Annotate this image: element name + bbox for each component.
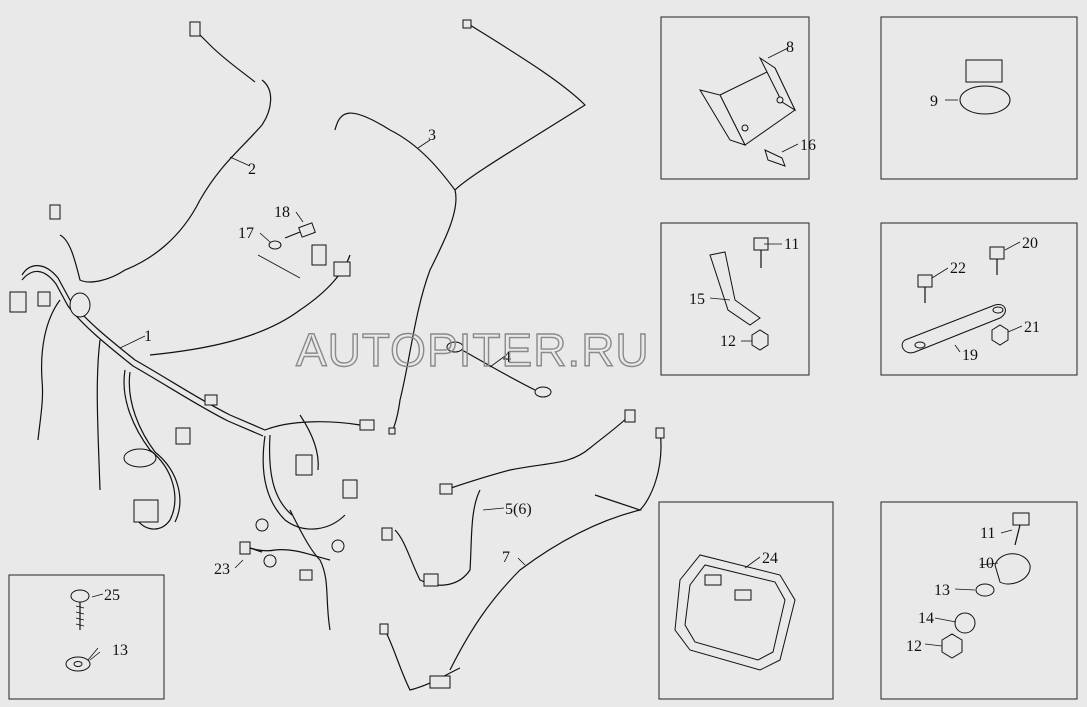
main-harness-1 [9,21,375,631]
part-labels: 1 2 3 4 5(6) 7 8 9 10 11 11 12 12 13 13 … [104,39,1040,659]
label-15: 15 [689,291,705,308]
leader-lines [87,47,1023,661]
screw-25 [70,589,90,630]
label-7: 7 [502,549,510,566]
label-20: 20 [1022,235,1038,252]
label-2: 2 [248,161,256,178]
label-3: 3 [428,127,436,144]
washer-17 [268,240,282,250]
label-5-6: 5(6) [505,501,532,518]
label-11-clamp: 11 [980,525,995,542]
label-25: 25 [104,587,120,604]
harness-5-6 [381,409,636,587]
detail-box-clamp-10 [880,501,1078,700]
ground-wire-4 [446,341,552,398]
bracket-8 [698,56,797,167]
watermark-text: AUTOPITER.RU [296,324,650,376]
label-10: 10 [978,555,994,572]
clip-9 [959,59,1011,115]
bolt-23 [239,541,277,568]
bolt-18 [284,222,316,239]
label-22: 22 [950,260,966,277]
label-9: 9 [930,93,938,110]
label-8: 8 [786,39,794,56]
label-1: 1 [144,328,152,345]
label-14: 14 [918,610,934,627]
clamp-10 [941,512,1031,659]
washer-13 [65,656,91,672]
label-17: 17 [238,225,254,242]
label-21: 21 [1024,319,1040,336]
label-11-bracket: 11 [784,236,799,253]
label-16: 16 [800,137,816,154]
label-4: 4 [503,349,511,366]
label-13-clamp: 13 [934,582,950,599]
label-23: 23 [214,561,230,578]
harness-7 [379,427,665,691]
grommet-24 [674,554,796,671]
label-12-bracket: 12 [720,333,736,350]
label-13-screw: 13 [112,642,128,659]
label-24: 24 [762,550,778,567]
label-19: 19 [962,347,978,364]
label-18: 18 [274,204,290,221]
harness-3 [334,19,586,435]
label-12-clamp: 12 [906,638,922,655]
bracket-15 [709,237,769,351]
strap-19 [901,246,1009,354]
